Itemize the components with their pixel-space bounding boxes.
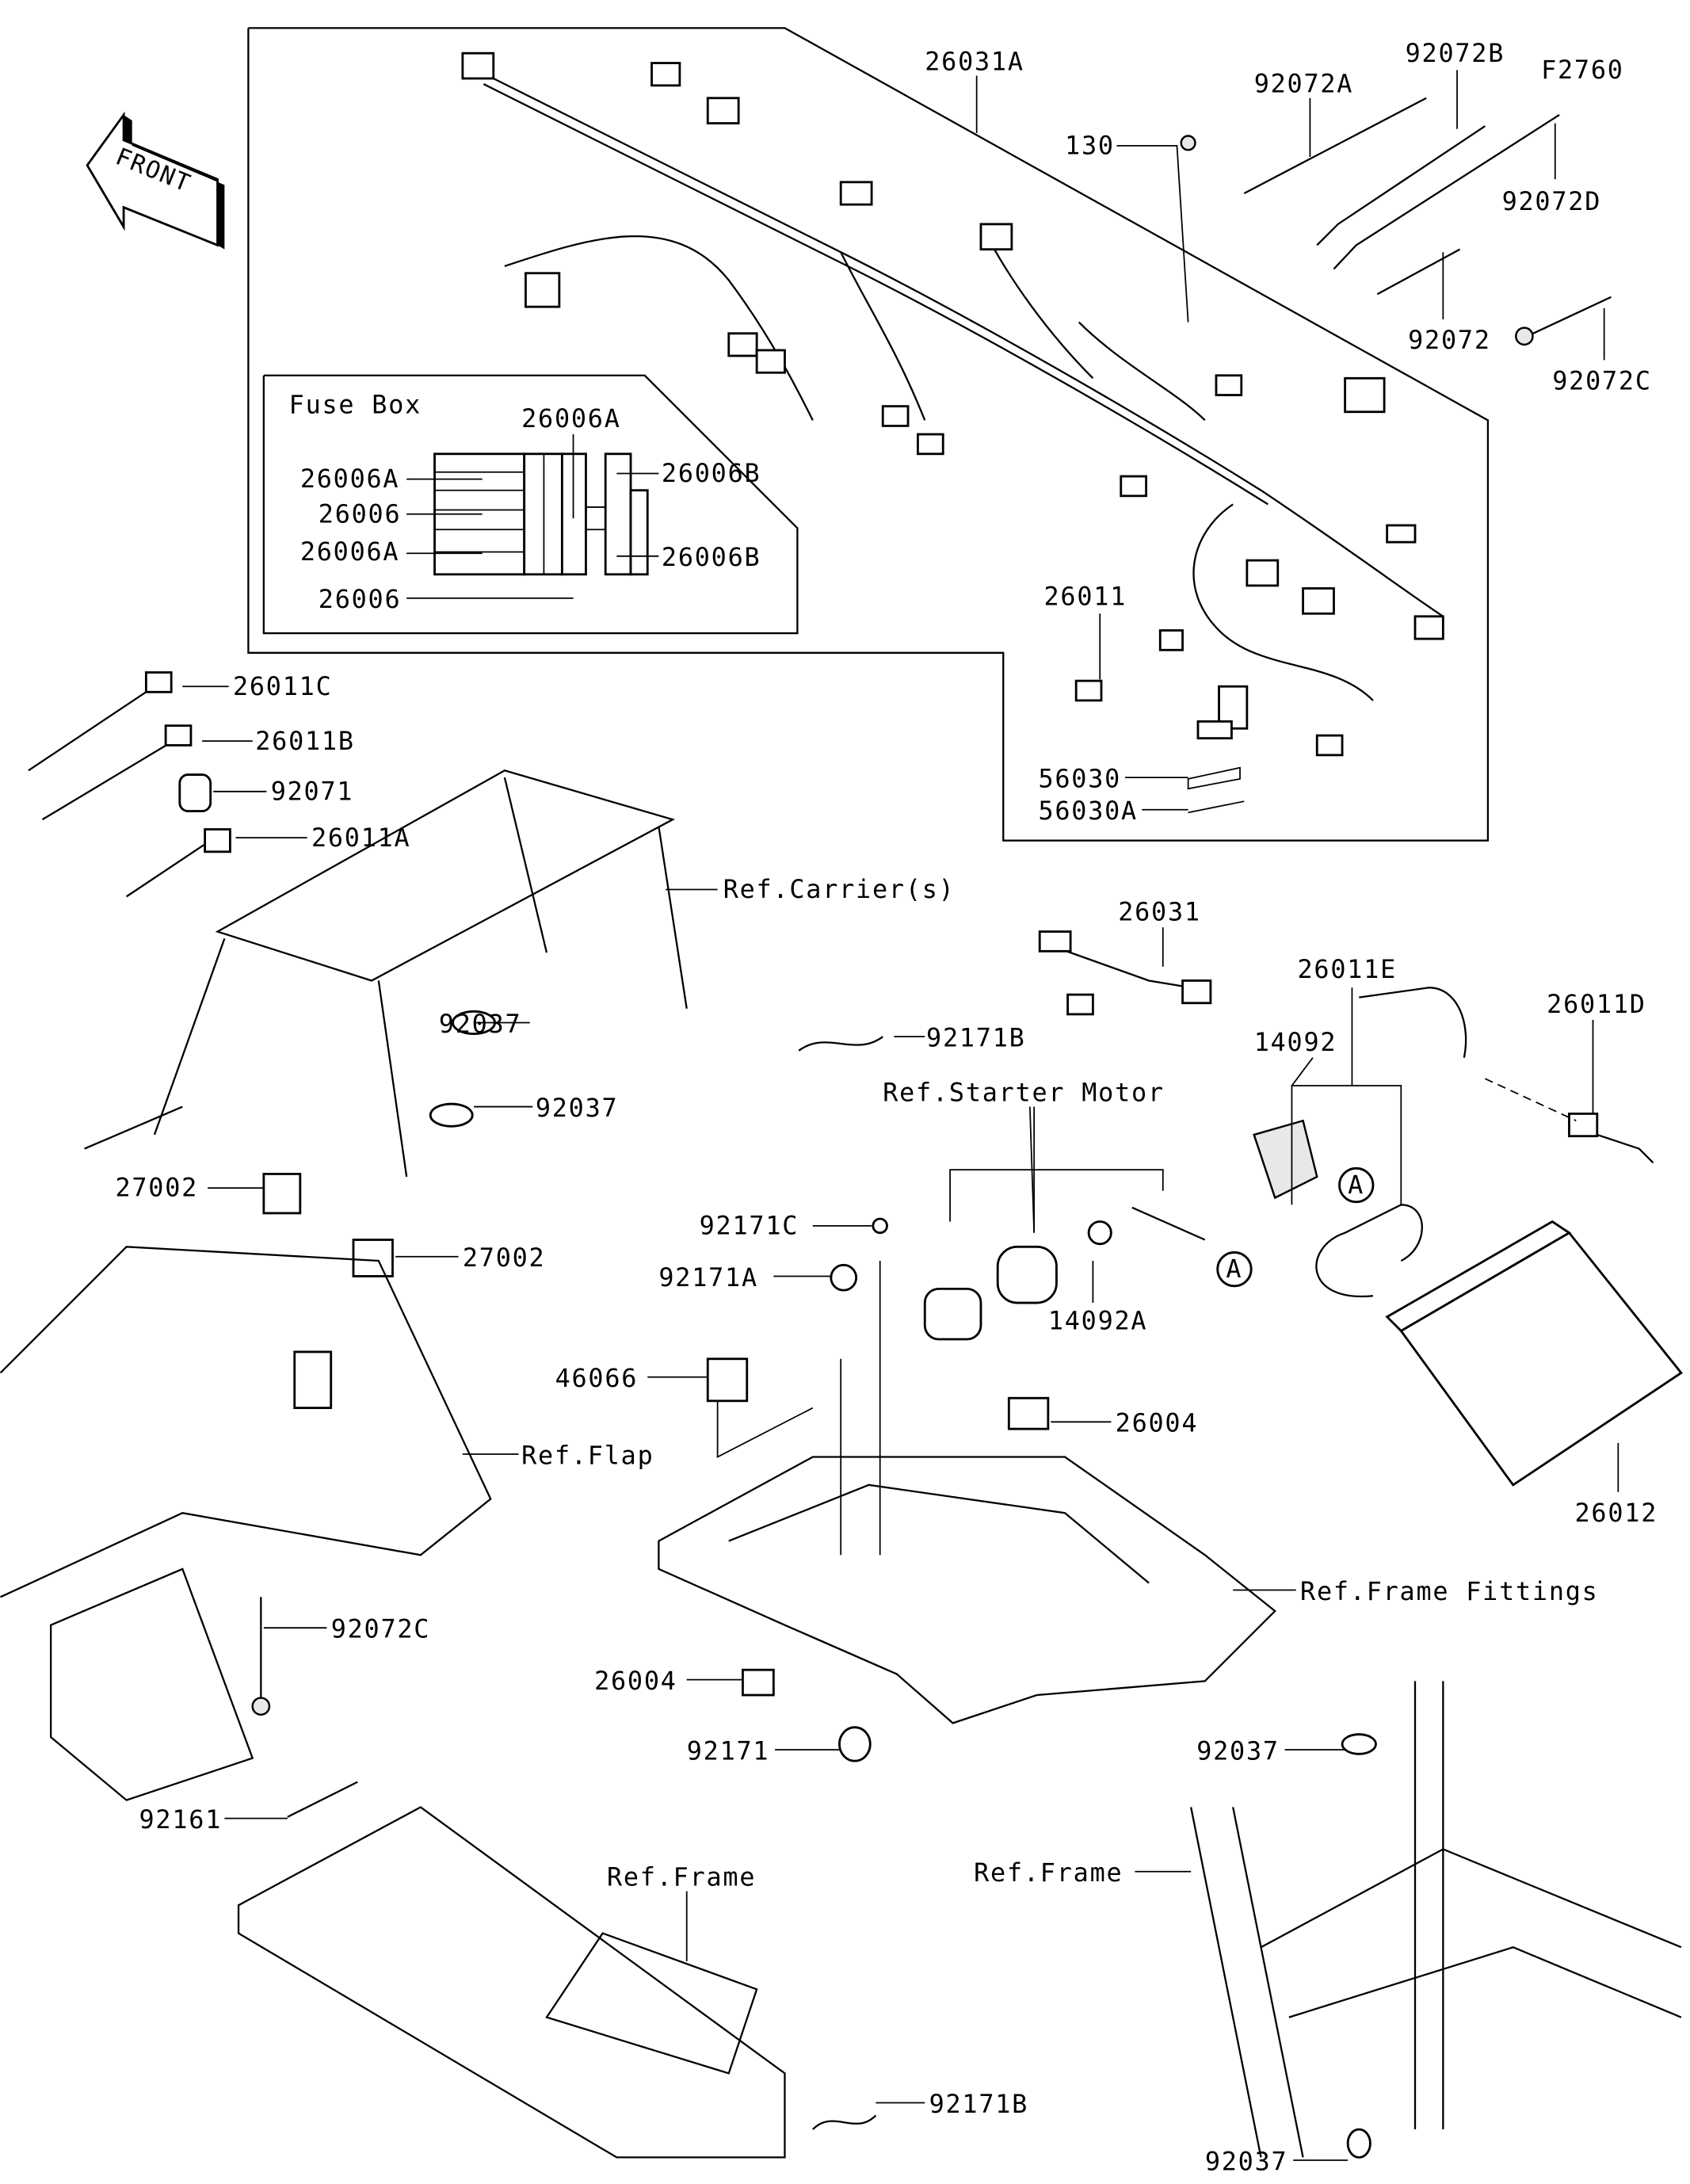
- label-92037-1: 92037: [439, 1009, 522, 1039]
- label-92161: 92161: [139, 1804, 223, 1835]
- cable-ties-drawing: [1180, 97, 1612, 346]
- label-92171B-2: 92171B: [929, 2089, 1029, 2119]
- label-92037-2: 92037: [536, 1093, 619, 1123]
- label-26031: 26031: [1118, 896, 1201, 926]
- label-27002-1: 27002: [115, 1173, 198, 1203]
- label-92072C-bottom: 92072C: [331, 1614, 431, 1644]
- label-ref-frame-fittings: Ref.Frame Fittings: [1300, 1576, 1599, 1606]
- label-ref-frame-2: Ref.Frame: [974, 1858, 1123, 1888]
- label-ref-flap: Ref.Flap: [521, 1440, 654, 1470]
- label-ref-starter-motor: Ref.Starter Motor: [883, 1077, 1165, 1107]
- right-parts-drawing: A A: [1190, 987, 1683, 2159]
- label-26006A-2: 26006A: [300, 536, 400, 567]
- lower-left-drawing: [0, 1173, 877, 2159]
- label-92171: 92171: [687, 1735, 770, 1766]
- label-56030A: 56030A: [1038, 796, 1138, 826]
- label-26004-1: 26004: [1116, 1408, 1199, 1438]
- label-92171B-1: 92171B: [926, 1023, 1026, 1053]
- label-ref-frame-1: Ref.Frame: [607, 1861, 756, 1892]
- label-92072C-top: 92072C: [1552, 365, 1652, 395]
- label-27002-2: 27002: [463, 1243, 546, 1273]
- label-F2760: F2760: [1541, 55, 1624, 85]
- label-26011E: 26011E: [1297, 954, 1397, 984]
- label-92171C: 92171C: [700, 1210, 799, 1240]
- label-92072A: 92072A: [1254, 69, 1354, 99]
- label-26006A-1: 26006A: [300, 464, 400, 494]
- label-92071: 92071: [271, 776, 354, 806]
- harness-box-outline: [247, 27, 1490, 842]
- marker-a-1: A: [1348, 1170, 1364, 1200]
- left-parts-drawing: [28, 671, 688, 1178]
- label-26006B-2: 26006B: [662, 542, 761, 572]
- main-harness-drawing: [461, 52, 1444, 814]
- label-14092: 14092: [1254, 1027, 1337, 1057]
- label-26011B: 26011B: [255, 726, 355, 756]
- label-26011A: 26011A: [311, 823, 411, 853]
- label-130: 130: [1065, 130, 1115, 160]
- label-26006B-1: 26006B: [662, 458, 761, 488]
- label-46066: 46066: [555, 1363, 639, 1393]
- fuse-box-title: Fuse Box: [289, 390, 422, 420]
- label-92072D: 92072D: [1502, 186, 1602, 216]
- leader-lines: [182, 70, 1619, 2161]
- label-92171A: 92171A: [658, 1262, 758, 1292]
- label-26011D: 26011D: [1547, 989, 1646, 1019]
- label-92037-4: 92037: [1205, 2146, 1288, 2176]
- label-ref-carrier: Ref.Carrier(s): [723, 874, 956, 904]
- label-26031A: 26031A: [925, 46, 1024, 76]
- fuse-box-outline: [262, 374, 799, 635]
- label-26006A-top: 26006A: [521, 403, 621, 433]
- label-26004-2: 26004: [594, 1666, 677, 1696]
- label-92072: 92072: [1408, 325, 1491, 355]
- label-26006-2: 26006: [319, 584, 402, 614]
- label-14092A: 14092A: [1048, 1306, 1148, 1336]
- label-26006-1: 26006: [319, 498, 402, 529]
- front-arrow-icon: FRONT: [86, 111, 225, 250]
- label-92037-3: 92037: [1196, 1735, 1280, 1766]
- label-56030: 56030: [1038, 764, 1121, 794]
- label-26011: 26011: [1044, 582, 1127, 612]
- marker-a-2: A: [1226, 1254, 1242, 1284]
- label-26011C: 26011C: [233, 671, 333, 701]
- label-92072B: 92072B: [1406, 38, 1505, 68]
- label-26012: 26012: [1575, 1498, 1658, 1528]
- middle-parts-drawing: [658, 930, 1276, 1762]
